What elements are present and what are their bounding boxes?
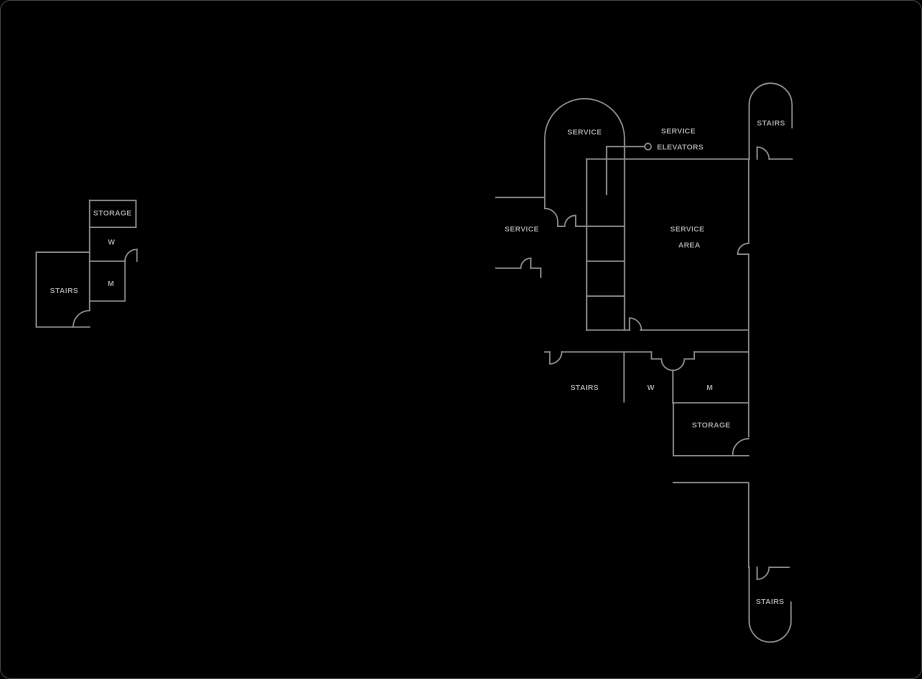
service-elevators-label-line2: ELEVATORS <box>657 143 704 152</box>
service-corridor-door-arc-lower <box>520 257 532 269</box>
stairs-bottom-arch <box>748 566 792 643</box>
service-elevators-label-line1: SERVICE <box>661 127 695 136</box>
elevator-shaft <box>557 158 631 331</box>
stairs-mid-label: STAIRS <box>570 383 598 392</box>
right-w-label: W <box>647 383 655 392</box>
left-m-room <box>88 260 126 302</box>
stairs-top-arch <box>748 82 793 160</box>
stairs-bottom-label: STAIRS <box>756 597 784 606</box>
service-area-label-line1: SERVICE <box>670 224 704 233</box>
east-wall-door-arc <box>736 242 750 255</box>
right-storage-label: STORAGE <box>692 421 731 430</box>
service-area-bottom-door-arc <box>628 317 643 331</box>
service-corridor-door-arc-inner <box>563 214 577 228</box>
left-wm-door-arc <box>124 248 138 262</box>
left-stairs-label: STAIRS <box>50 286 78 295</box>
double-door <box>650 351 696 372</box>
left-stairs-room <box>35 251 91 328</box>
left-stairs-door-arc <box>72 309 91 328</box>
lower-corridor-wall <box>672 481 750 569</box>
left-w-label: W <box>108 237 116 246</box>
service-corridor-door-arc-upper <box>544 207 559 228</box>
storage-room-right <box>672 402 750 457</box>
stairs-top-label: STAIRS <box>757 119 785 128</box>
right-m-label: M <box>707 383 713 392</box>
storage-door-arc <box>731 438 750 456</box>
service-corridor-walls <box>495 196 546 278</box>
left-storage-label: STORAGE <box>93 208 132 217</box>
elevator-callout-leader <box>605 142 652 196</box>
service-area-label-line2: AREA <box>678 240 701 249</box>
service-corridor-label: SERVICE <box>505 224 539 233</box>
service-ramp-arch <box>544 98 626 331</box>
stairs-bottom-door-arc <box>756 566 770 580</box>
service-ramp-label: SERVICE <box>567 128 601 137</box>
left-storage-room <box>88 199 137 229</box>
restroom-section-door-arc <box>549 351 563 365</box>
left-m-label: M <box>108 279 114 288</box>
labels: STORAGE W M STAIRS SERVICE SERVICE ELEVA… <box>50 119 785 607</box>
service-area-top-door-arc <box>756 146 770 160</box>
